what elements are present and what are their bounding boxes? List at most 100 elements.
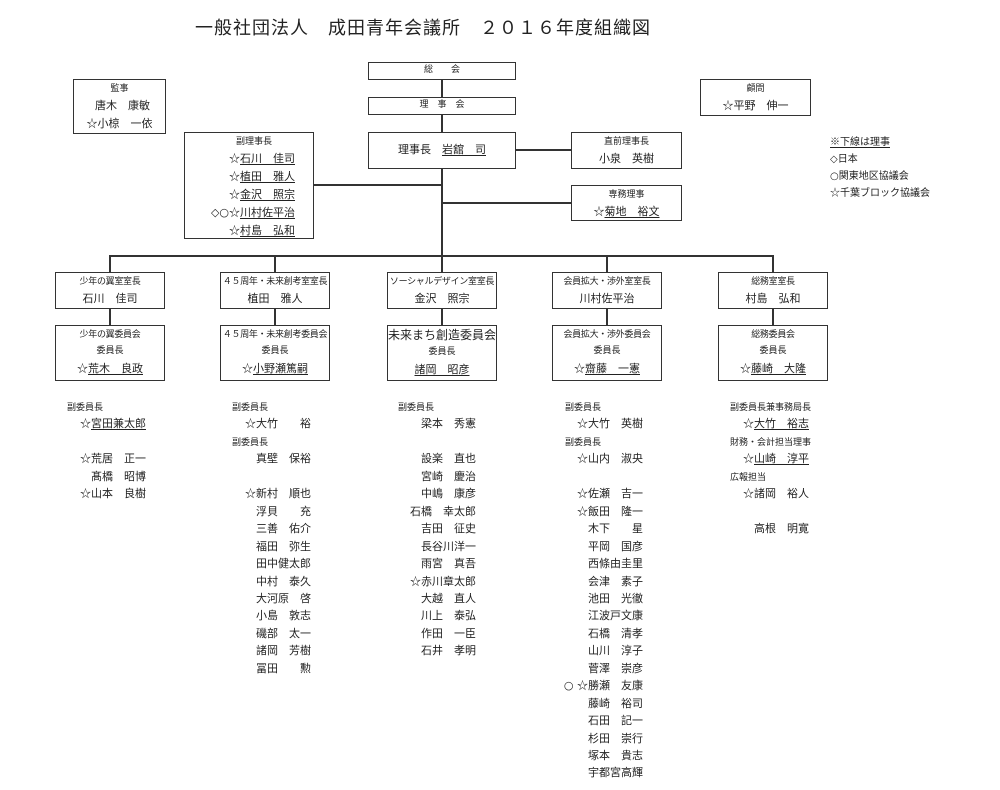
member-entry: ☆大竹 裕志	[743, 415, 809, 431]
executive-director-title: 専務理事	[608, 190, 645, 200]
member-name: 会津 素子	[588, 574, 643, 588]
member-role-label: 副委員長	[232, 437, 269, 448]
member-entry: 大越 直人	[421, 590, 476, 606]
committee-box: 未来まち創造委員会委員長諸岡 昭彦	[387, 325, 497, 381]
advisor-box: 顧問 ☆平野 伸一	[700, 79, 811, 116]
member-entry: 吉田 征史	[421, 520, 476, 536]
connector-room	[772, 255, 774, 272]
chair-prefix: ☆	[740, 362, 751, 375]
room-head: 川村佐平治	[579, 292, 635, 305]
member-name: 諸岡 芳樹	[256, 644, 311, 658]
committee-name: 未来まち創造委員会	[388, 328, 497, 342]
room-head: 石川 佳司	[82, 292, 138, 305]
room-head: 植田 雅人	[247, 292, 303, 305]
member-prefix: ☆	[577, 452, 588, 466]
vice-president-prefix: ☆	[229, 188, 240, 201]
member-name: 浮貝 充	[256, 504, 311, 518]
member-name: 川上 泰弘	[421, 609, 476, 623]
member-entry: 木下 星	[588, 520, 643, 536]
legend-item: ◇日本	[830, 154, 858, 165]
member-name: 石橋 幸太郎	[410, 504, 476, 518]
connector-committee	[274, 308, 276, 325]
chair-entry: 諸岡 昭彦	[388, 361, 496, 379]
chair-prefix: ☆	[242, 362, 253, 375]
chair-prefix: ☆	[77, 362, 88, 375]
connector-room	[274, 255, 276, 272]
member-name: 荒居 正一	[91, 452, 146, 466]
member-name: 真壁 保裕	[256, 452, 311, 466]
member-entry: 冨田 勲	[256, 660, 311, 676]
member-name: 平岡 国彦	[588, 539, 643, 553]
committee-name: 会員拡大・渉外委員会	[563, 330, 651, 340]
member-role-label: 財務・会計担当理事	[730, 437, 812, 448]
member-name: 磯部 太一	[256, 626, 311, 640]
member-entry: 小島 敦志	[256, 607, 311, 623]
member-entry: 菅澤 崇彦	[588, 660, 643, 676]
vice-president-name: 村島 弘和	[240, 224, 295, 237]
member-name: 佐瀬 吉一	[588, 487, 643, 501]
room-box: 会員拡大・渉外室室長川村佐平治	[552, 272, 662, 309]
board-label: 理 事 会	[419, 100, 465, 110]
member-name: 諸岡 裕人	[754, 487, 809, 501]
member-entry: ☆荒居 正一	[80, 450, 146, 466]
member-entry: ☆諸岡 裕人	[743, 485, 809, 501]
committee-box: 総務委員会委員長☆藤崎 大隆	[718, 325, 828, 381]
page-title: 一般社団法人 成田青年会議所 ２０１６年度組織図	[195, 18, 651, 39]
connector-room	[606, 255, 608, 272]
member-entry: 江波戸文康	[588, 607, 643, 623]
auditor-name: 唐木 康敏	[95, 99, 150, 112]
chair-name: 藤崎 大隆	[751, 362, 806, 375]
chair-prefix: ☆	[574, 362, 585, 375]
member-name: 西條由圭里	[588, 557, 643, 571]
member-prefix: ☆	[743, 417, 754, 431]
legend-item: ○関東地区協議会	[830, 171, 909, 182]
member-entry: 田中健太郎	[256, 555, 311, 571]
member-role-label: 副委員長	[67, 403, 104, 413]
chair-entry: ☆荒木 良政	[56, 360, 164, 378]
member-name: 石田 記一	[588, 714, 643, 728]
room-box: ソーシャルデザイン室室長金沢 照宗	[387, 272, 497, 309]
member-name: 吉田 征史	[421, 522, 476, 536]
member-name: 梁本 秀憲	[421, 417, 476, 431]
executive-director-box: 専務理事 ☆菊地 裕文	[571, 185, 682, 221]
past-president-title: 直前理事長	[603, 137, 649, 147]
member-entry: 髙橋 昭博	[91, 468, 146, 484]
member-name: 江波戸文康	[588, 609, 643, 623]
member-entry: 設楽 直也	[421, 450, 476, 466]
member-entry: 平岡 国彦	[588, 538, 643, 554]
vice-president-prefix: ☆	[229, 170, 240, 183]
member-entry: ☆飯田 隆一	[577, 503, 643, 519]
member-name: 新村 順也	[256, 487, 311, 501]
vice-president-entry: ☆石川 佳司	[185, 150, 295, 168]
room-title: 会員拡大・渉外室室長	[563, 277, 651, 287]
member-entry: 石田 記一	[588, 712, 643, 728]
legend-note: ※下線は理事	[830, 137, 890, 148]
member-prefix: ☆	[410, 574, 421, 588]
connector-past	[516, 149, 571, 151]
member-name: 池田 光徹	[588, 591, 643, 605]
chair-name: 諸岡 昭彦	[414, 363, 470, 376]
general-assembly-box: 総 会	[368, 62, 516, 80]
member-entry: 西條由圭里	[588, 555, 643, 571]
member-entry: ☆大竹 英樹	[577, 415, 643, 431]
member-prefix: ○ ☆	[563, 679, 588, 693]
connector-committee	[109, 308, 111, 325]
member-name: 塚本 貴志	[588, 749, 643, 762]
vice-presidents-title: 副理事長	[235, 137, 272, 147]
member-name: 飯田 隆一	[588, 504, 643, 518]
committee-box: ４５周年・未来創考委員会委員長☆小野瀬篤嗣	[220, 325, 330, 381]
chair-label: 委員長	[593, 346, 621, 356]
committee-box: 会員拡大・渉外委員会委員長☆齋藤 一憲	[552, 325, 662, 381]
legend: ※下線は理事 ◇日本 ○関東地区協議会 ☆千葉ブロック協議会	[830, 134, 930, 202]
member-entry: 福田 弥生	[256, 538, 311, 554]
auditors-title: 監事	[110, 84, 129, 94]
member-role-label: 副委員長	[565, 437, 602, 448]
past-president-box: 直前理事長 小泉 英樹	[571, 132, 682, 169]
member-entry: 石井 孝明	[421, 642, 476, 658]
member-name: 宮田兼太郎	[91, 417, 146, 431]
connector-vice	[313, 184, 442, 186]
member-entry: ☆山崎 淳平	[743, 450, 809, 466]
member-entry: ☆佐瀬 吉一	[577, 485, 643, 501]
connector-exec	[442, 202, 571, 204]
room-title: 少年の翼室室長	[79, 277, 141, 287]
